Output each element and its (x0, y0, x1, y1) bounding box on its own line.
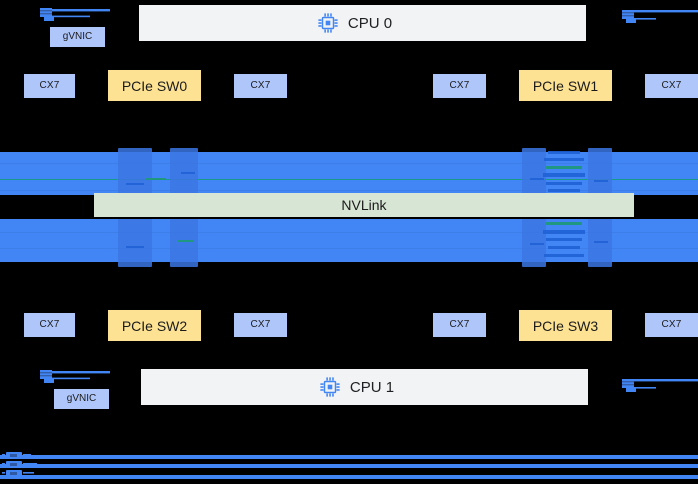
gvnic-label: gVNIC (66, 393, 97, 404)
cpu0-label: CPU 0 (347, 14, 393, 32)
cx7-label: CX7 (449, 319, 470, 330)
cx7-box-2: CX7 (234, 74, 287, 98)
gvnic-icon-top-left (40, 4, 110, 29)
nvlink-label: NVLink (341, 197, 387, 213)
band-divider (0, 248, 698, 249)
cpu-chip-icon (319, 376, 341, 398)
cx7-label: CX7 (661, 319, 682, 330)
pcie-sw1-label: PCIe SW1 (532, 77, 599, 94)
switch-icon-bar (544, 254, 584, 257)
network-link-line (0, 464, 698, 468)
cpu-chip-icon (317, 12, 339, 34)
switch-icon-bar (548, 189, 580, 192)
gvnic-icon-bottom-left (40, 366, 110, 391)
gpu-icon-bar (594, 180, 608, 182)
pcie-sw1-box: PCIe SW1 (519, 70, 612, 101)
gpu-icon-bar (181, 172, 195, 174)
switch-icon-bar (548, 246, 580, 249)
gpu-icon (588, 148, 612, 196)
network-link-line (0, 455, 698, 459)
cx7-box-4: CX7 (645, 74, 698, 98)
server-stack-icon (2, 450, 38, 484)
switch-icon-bar (546, 166, 582, 169)
cpu1-label: CPU 1 (349, 378, 395, 396)
switch-icon-bar (543, 173, 585, 177)
pcie-sw3-label: PCIe SW3 (532, 317, 599, 334)
cx7-box-8: CX7 (645, 313, 698, 337)
gpu-icon-bar (126, 246, 144, 248)
gpu-icon-bar (530, 243, 544, 245)
pcie-sw2-label: PCIe SW2 (121, 317, 188, 334)
cx7-label: CX7 (250, 80, 271, 91)
gvnic-box-bottom: gVNIC (54, 389, 109, 409)
nic-card-icon-top-right (622, 6, 698, 31)
pcie-sw2-box: PCIe SW2 (108, 310, 201, 341)
nic-card-icon-bottom-right (622, 375, 698, 400)
cx7-label: CX7 (39, 80, 60, 91)
gpu-icon (118, 219, 152, 267)
cx7-label: CX7 (449, 80, 470, 91)
gpu-icon (170, 219, 198, 267)
cx7-box-6: CX7 (234, 313, 287, 337)
cx7-label: CX7 (39, 319, 60, 330)
gpu-icon-bar (594, 241, 608, 243)
switch-icon-bar (546, 238, 582, 241)
cpu1-box: CPU 1 (141, 369, 588, 405)
cx7-box-7: CX7 (433, 313, 486, 337)
switch-icon-bar (546, 222, 582, 225)
band-divider (0, 232, 698, 233)
gpu-icon (522, 148, 546, 196)
band-divider (0, 190, 698, 191)
switch-icon-bar (546, 182, 582, 185)
nvlink-green-line-top (0, 179, 698, 180)
cx7-box-5: CX7 (24, 313, 75, 337)
switch-icon-bar (543, 230, 585, 234)
pcie-sw0-label: PCIe SW0 (121, 77, 188, 94)
pcie-sw3-box: PCIe SW3 (519, 310, 612, 341)
pcie-sw0-box: PCIe SW0 (108, 70, 201, 101)
switch-icon-bar (544, 158, 584, 161)
gpu-icon (588, 219, 612, 267)
gpu-icon (118, 148, 152, 196)
nvlink-box: NVLink (94, 193, 634, 217)
cx7-label: CX7 (661, 80, 682, 91)
cx7-box-3: CX7 (433, 74, 486, 98)
gpu-icon-bar (126, 183, 144, 185)
network-link-line (0, 475, 698, 479)
band-divider (0, 163, 698, 164)
gpu-icon-bar (530, 178, 544, 180)
switch-icon-bar (548, 151, 580, 154)
gpu-icon-bar (146, 178, 166, 180)
gvnic-box-top: gVNIC (50, 27, 105, 47)
cpu0-box: CPU 0 (139, 5, 586, 41)
gvnic-label: gVNIC (62, 31, 93, 42)
gpu-icon-bar (178, 240, 194, 242)
cx7-box-1: CX7 (24, 74, 75, 98)
cx7-label: CX7 (250, 319, 271, 330)
